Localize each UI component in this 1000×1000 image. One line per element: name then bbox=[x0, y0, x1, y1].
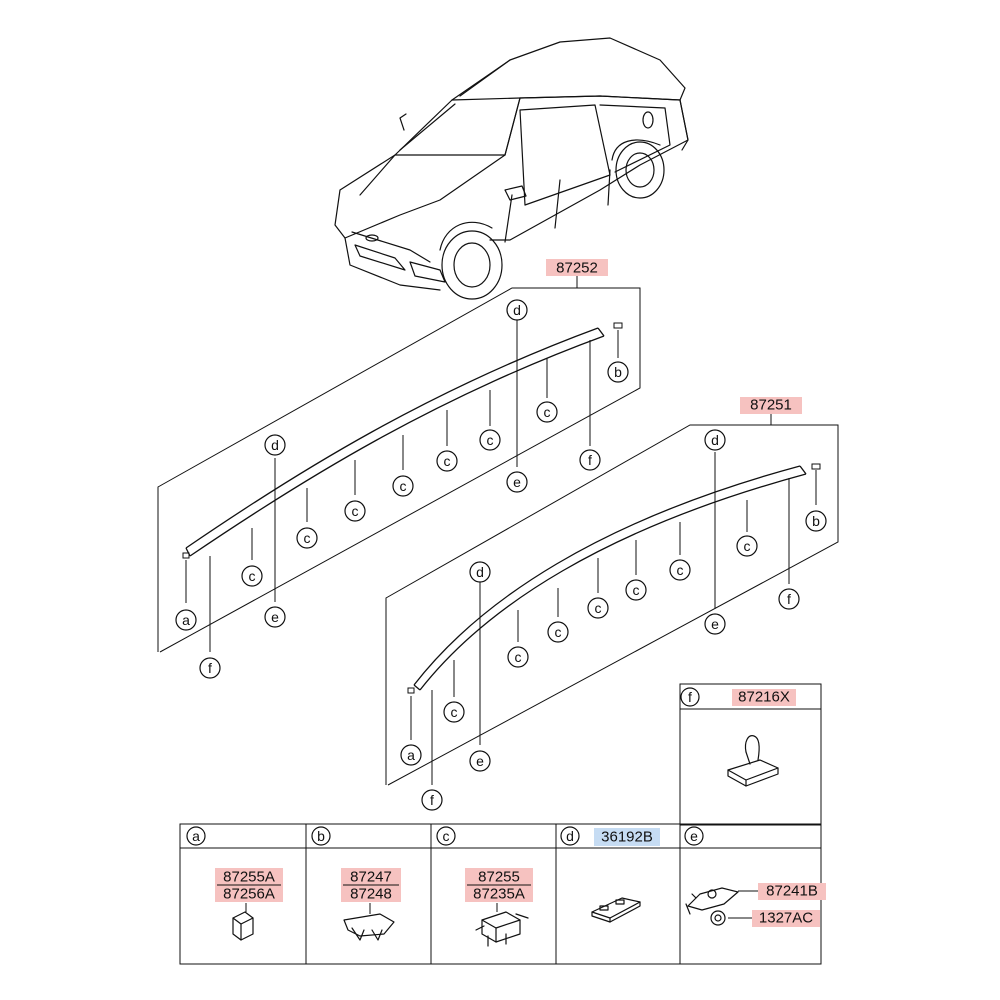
callout-f: f bbox=[579, 449, 601, 471]
svg-text:e: e bbox=[476, 753, 484, 769]
callout-c: c bbox=[625, 579, 647, 601]
legend-cell-a: a 87255A 87256A bbox=[186, 826, 283, 941]
callout-f: f bbox=[421, 789, 443, 811]
svg-text:c: c bbox=[352, 503, 359, 519]
assembly-left: 87252 a f c d e c c c c c bbox=[157, 259, 641, 679]
part-number-87255A[interactable]: 87255A bbox=[223, 869, 275, 886]
part-number-87255[interactable]: 87255 bbox=[478, 869, 520, 886]
svg-text:c: c bbox=[515, 649, 522, 665]
callout-d: d bbox=[704, 429, 726, 451]
svg-text:d: d bbox=[566, 828, 574, 844]
svg-text:e: e bbox=[690, 828, 698, 844]
callout-c: c bbox=[241, 565, 263, 587]
part-number-87248[interactable]: 87248 bbox=[350, 886, 392, 903]
part-number-87252[interactable]: 87252 bbox=[556, 260, 598, 277]
callout-d: d bbox=[264, 434, 286, 456]
svg-text:e: e bbox=[711, 616, 719, 632]
callout-c: c bbox=[507, 646, 529, 668]
svg-text:d: d bbox=[476, 564, 484, 580]
svg-text:b: b bbox=[317, 828, 325, 844]
svg-text:d: d bbox=[271, 437, 279, 453]
callout-c: c bbox=[547, 621, 569, 643]
callout-a: a bbox=[400, 744, 422, 766]
callout-c: c bbox=[344, 500, 366, 522]
part-b-drawing bbox=[343, 913, 395, 941]
part-d-drawing bbox=[591, 897, 641, 923]
assembly-right: 87251 a f c d e c c c c c bbox=[385, 397, 839, 811]
detail-f-letter: f bbox=[688, 689, 692, 705]
callout-d: d bbox=[506, 299, 528, 321]
svg-text:c: c bbox=[451, 704, 458, 720]
svg-text:c: c bbox=[443, 828, 450, 844]
svg-text:c: c bbox=[555, 624, 562, 640]
part-87251-highlight bbox=[740, 397, 802, 414]
part-e-drawing bbox=[685, 887, 739, 926]
callout-e: e bbox=[264, 606, 286, 628]
svg-text:c: c bbox=[249, 568, 256, 584]
detail-box-f: f 87216X bbox=[679, 683, 822, 826]
clip-f-drawing bbox=[727, 735, 779, 787]
svg-text:f: f bbox=[787, 591, 791, 607]
svg-text:c: c bbox=[633, 582, 640, 598]
callout-f: f bbox=[778, 588, 800, 610]
svg-text:a: a bbox=[192, 828, 200, 844]
svg-text:b: b bbox=[812, 513, 820, 529]
legend-cell-e: e 87241B 1327AC bbox=[684, 826, 826, 927]
part-number-87256A[interactable]: 87256A bbox=[223, 886, 275, 903]
svg-text:c: c bbox=[544, 404, 551, 420]
callout-b: b bbox=[607, 361, 629, 383]
svg-text:c: c bbox=[595, 600, 602, 616]
svg-text:c: c bbox=[487, 432, 494, 448]
part-number-87247[interactable]: 87247 bbox=[350, 869, 392, 886]
svg-text:d: d bbox=[513, 302, 521, 318]
part-number-87251[interactable]: 87251 bbox=[750, 397, 792, 414]
svg-text:f: f bbox=[588, 452, 592, 468]
part-number-87241B[interactable]: 87241B bbox=[766, 883, 818, 900]
legend-cell-b: b 87247 87248 bbox=[311, 826, 401, 941]
callout-c: c bbox=[536, 401, 558, 423]
callout-c: c bbox=[436, 450, 458, 472]
svg-text:e: e bbox=[513, 474, 521, 490]
svg-text:e: e bbox=[271, 609, 279, 625]
svg-text:c: c bbox=[304, 530, 311, 546]
svg-text:a: a bbox=[182, 612, 190, 628]
svg-text:b: b bbox=[614, 364, 622, 380]
part-number-1327AC[interactable]: 1327AC bbox=[759, 910, 813, 927]
callout-c: c bbox=[736, 535, 758, 557]
callout-e: e bbox=[704, 613, 726, 635]
callout-c: c bbox=[669, 559, 691, 581]
callout-c: c bbox=[296, 527, 318, 549]
callout-c: c bbox=[443, 701, 465, 723]
svg-text:c: c bbox=[677, 562, 684, 578]
callout-b: b bbox=[805, 510, 827, 532]
svg-text:d: d bbox=[711, 432, 719, 448]
callout-c: c bbox=[392, 475, 414, 497]
callout-d: d bbox=[469, 561, 491, 583]
legend-table: a 87255A 87256A b 87247 87248 bbox=[179, 823, 826, 965]
callout-c: c bbox=[587, 597, 609, 619]
part-number-87216X[interactable]: 87216X bbox=[738, 689, 790, 706]
callout-c: c bbox=[479, 429, 501, 451]
part-number-87235A[interactable]: 87235A bbox=[473, 886, 525, 903]
svg-text:f: f bbox=[208, 660, 212, 676]
part-c-drawing bbox=[475, 911, 529, 947]
callout-e: e bbox=[469, 750, 491, 772]
svg-text:a: a bbox=[407, 747, 415, 763]
car-illustration bbox=[334, 37, 689, 300]
callout-e: e bbox=[506, 471, 528, 493]
callout-a: a bbox=[175, 609, 197, 631]
svg-text:c: c bbox=[444, 453, 451, 469]
legend-cell-d: d 36192B bbox=[560, 826, 660, 923]
svg-text:c: c bbox=[400, 478, 407, 494]
svg-text:f: f bbox=[430, 792, 434, 808]
svg-text:c: c bbox=[744, 538, 751, 554]
legend-cell-c: c 87255 87235A bbox=[436, 826, 533, 947]
part-87252-highlight bbox=[546, 259, 608, 276]
part-a-drawing bbox=[232, 911, 254, 941]
part-number-36192B[interactable]: 36192B bbox=[601, 829, 653, 846]
callout-f: f bbox=[199, 657, 221, 679]
